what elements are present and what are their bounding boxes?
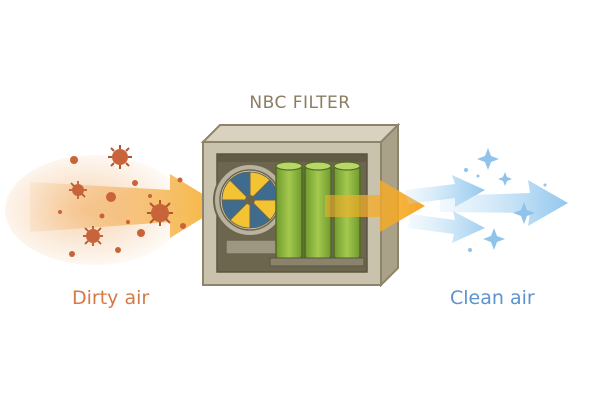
dirty-air-label: Dirty air (72, 287, 150, 309)
dust-particles (58, 156, 186, 257)
sparkle-icon (483, 228, 505, 250)
virus-particle-icon (147, 200, 173, 226)
diagram-title: NBC FILTER (249, 93, 351, 113)
clean-air-label: Clean air (450, 287, 535, 309)
virus-particle-icon (83, 226, 103, 246)
sparkle-icon (513, 202, 535, 224)
virus-particle-icon (108, 145, 132, 169)
clean-air-arrows (405, 175, 568, 243)
sparkle-icon (498, 172, 512, 186)
filter-cartridge-icon (275, 161, 303, 261)
virus-particle-icon (69, 181, 87, 199)
contaminant-particles (58, 145, 186, 257)
filtered-air-arrow (325, 180, 425, 232)
fan-icon (213, 163, 287, 255)
clean-sparkles (464, 148, 547, 252)
sparkle-icon (477, 148, 499, 170)
